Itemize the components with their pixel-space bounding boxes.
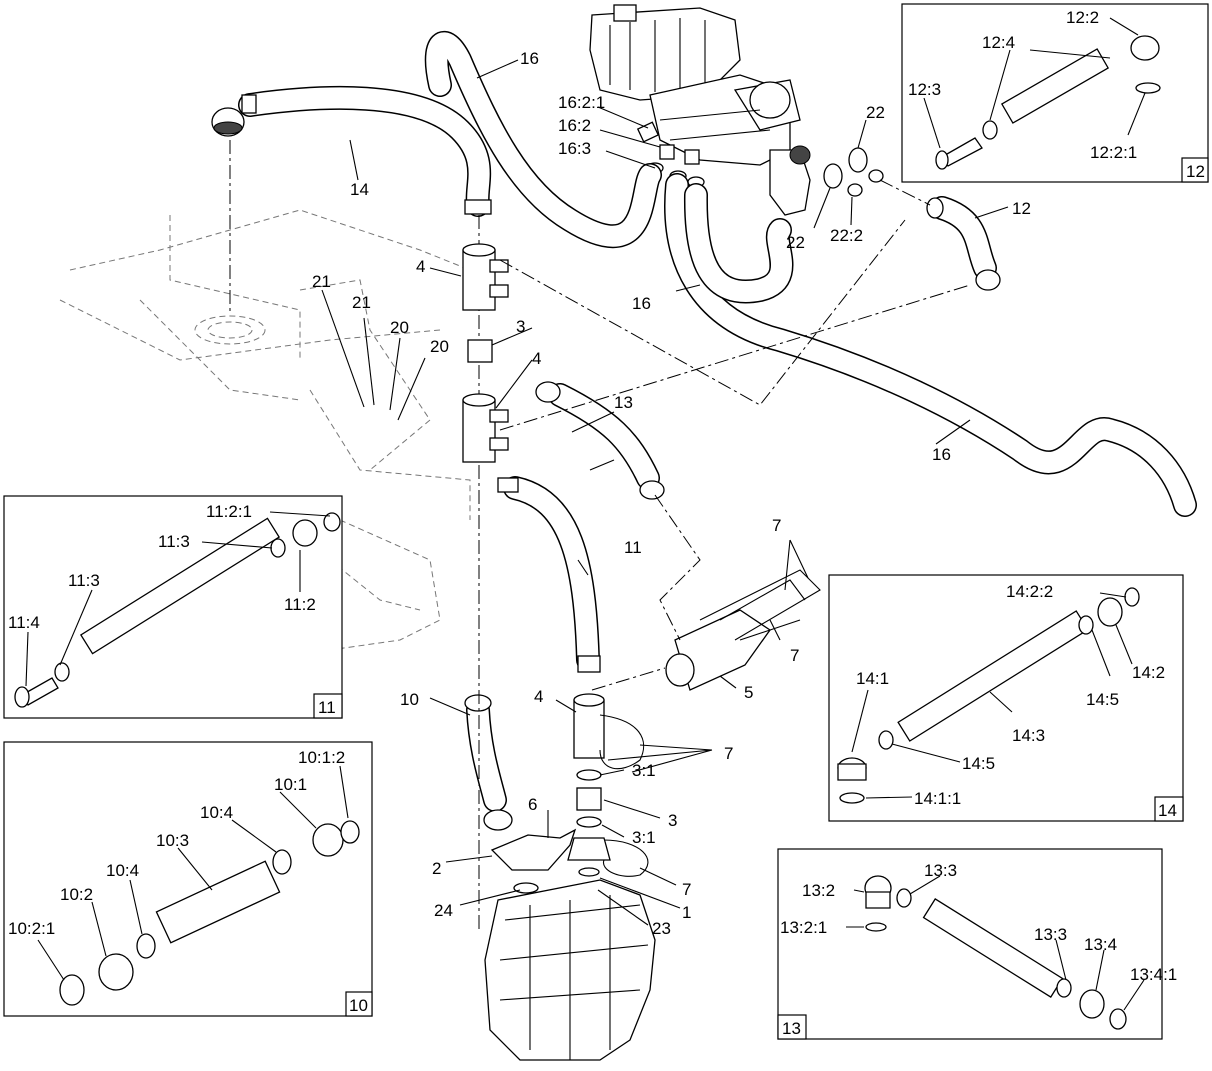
inset-10-label-10-2: 10:2	[60, 885, 93, 904]
callout-3-1-b: 3:1	[632, 828, 656, 847]
callout-3-top: 3	[516, 317, 525, 336]
callout-11: 11	[624, 538, 642, 557]
callout-leaders	[321, 59, 1009, 926]
callout-23: 23	[652, 919, 671, 938]
callout-22-top: 22	[866, 103, 885, 122]
callout-1: 1	[682, 903, 691, 922]
inset-11-label-11-4: 11:4	[8, 613, 40, 632]
clamps-22	[823, 147, 884, 197]
callout-3-1-a: 3:1	[632, 761, 656, 780]
inset-11-label-11-2: 11:2	[284, 595, 316, 614]
callout-16-top: 16	[520, 49, 539, 68]
tractor-frame-outline	[59, 209, 471, 651]
inset-14-label-14-1-1: 14:1:1	[914, 789, 961, 808]
callout-20-b: 20	[430, 337, 449, 356]
callout-16-right: 16	[932, 445, 951, 464]
callout-4-mid: 4	[532, 349, 541, 368]
inset-11-label-11-2-1: 11:2:1	[206, 502, 252, 521]
inset-14-id: 14	[1158, 801, 1177, 820]
inset-11-label-11-3-left: 11:3	[68, 571, 100, 590]
callout-7-top: 7	[772, 516, 781, 535]
inset-12-label-12-4: 12:4	[982, 33, 1015, 52]
center-column	[229, 140, 649, 930]
hose-16	[424, 30, 1197, 517]
callout-24: 24	[434, 901, 453, 920]
inset-14-label-14-2-2: 14:2:2	[1006, 582, 1053, 601]
valve-manifold	[589, 4, 811, 216]
inset-12-id: 12	[1186, 162, 1205, 181]
callout-20-a: 20	[390, 318, 409, 337]
inset-13: 13 13:3 13:2 13:2:1 13:3 13:4 13:4:1	[777, 848, 1177, 1040]
inset-10: 10 10:1:2 10:1 10:4 10:3 10:2 10:4 10:2:…	[3, 741, 373, 1017]
callout-22-bottom: 22	[786, 233, 805, 252]
callout-7-bottom: 7	[682, 880, 691, 899]
callout-12: 12	[1012, 199, 1031, 218]
callout-3-bottom: 3	[668, 811, 677, 830]
inset-14-label-14-3: 14:3	[1012, 726, 1045, 745]
callout-5: 5	[744, 683, 753, 702]
inset-14: 14 14:2:2 14:2 14:5 14:1 14:3 14:5 14:1:…	[828, 574, 1184, 822]
hose-12	[926, 196, 1001, 291]
inset-10-label-10-4-top: 10:4	[200, 803, 233, 822]
inset-14-label-14-2: 14:2	[1132, 663, 1165, 682]
inset-14-label-14-1: 14:1	[856, 669, 889, 688]
inset-12-label-12-2: 12:2	[1066, 8, 1099, 27]
inset-10-label-10-1: 10:1	[274, 775, 307, 794]
callout-16-2: 16:2	[558, 116, 591, 135]
inset-13-label-13-4: 13:4	[1084, 935, 1117, 954]
callout-4-bottom: 4	[534, 687, 543, 706]
inset-12-label-12-2-1: 12:2:1	[1090, 143, 1137, 162]
inset-10-label-10-3: 10:3	[156, 831, 189, 850]
inset-10-id: 10	[349, 996, 368, 1015]
inset-13-label-13-3-top: 13:3	[924, 861, 957, 880]
callout-6: 6	[528, 795, 537, 814]
hose-13	[535, 381, 665, 500]
hose-14	[211, 85, 492, 217]
callout-21-b: 21	[352, 293, 371, 312]
inset-13-id: 13	[782, 1019, 801, 1038]
inset-13-label-13-2-1: 13:2:1	[780, 918, 827, 937]
pump	[484, 879, 656, 1061]
inset-11-id: 11	[318, 698, 336, 717]
inset-10-label-10-2-1: 10:2:1	[8, 919, 55, 938]
inset-13-label-13-2: 13:2	[802, 881, 835, 900]
inset-11: 11 11:2:1 11:3 11:3 11:4 11:2	[3, 495, 343, 719]
inset-12: 12 12:2 12:4 12:3 12:2:1	[901, 3, 1209, 183]
hose-10	[464, 694, 513, 831]
inset-12-label-12-3: 12:3	[908, 80, 941, 99]
callout-14: 14	[350, 180, 369, 199]
callout-4-top: 4	[416, 257, 425, 276]
inset-11-label-11-3-top: 11:3	[158, 532, 190, 551]
callout-22-2: 22:2	[830, 226, 863, 245]
callout-7-mid: 7	[724, 744, 733, 763]
callout-16-2-1: 16:2:1	[558, 93, 605, 112]
callout-numbers: 16 14 4 3 4 13 21 21 20 20 16:2:1 16:2 1…	[312, 49, 1031, 938]
callout-21-a: 21	[312, 272, 331, 291]
inset-14-label-14-5-top: 14:5	[1086, 690, 1119, 709]
inset-14-label-14-5-bottom: 14:5	[962, 754, 995, 773]
callout-7-right: 7	[790, 646, 799, 665]
callout-13: 13	[614, 393, 633, 412]
dash-connectors	[499, 179, 971, 691]
hose-11	[497, 476, 601, 673]
callout-10: 10	[400, 690, 419, 709]
inset-13-label-13-3-bottom: 13:3	[1034, 925, 1067, 944]
inset-10-label-10-4-left: 10:4	[106, 861, 139, 880]
inset-13-label-13-4-1: 13:4:1	[1130, 965, 1177, 984]
callout-16-mid: 16	[632, 294, 651, 313]
inset-10-label-10-1-2: 10:1:2	[298, 748, 345, 767]
callout-16-3: 16:3	[558, 139, 591, 158]
valve-5	[665, 569, 821, 691]
callout-2: 2	[432, 859, 441, 878]
